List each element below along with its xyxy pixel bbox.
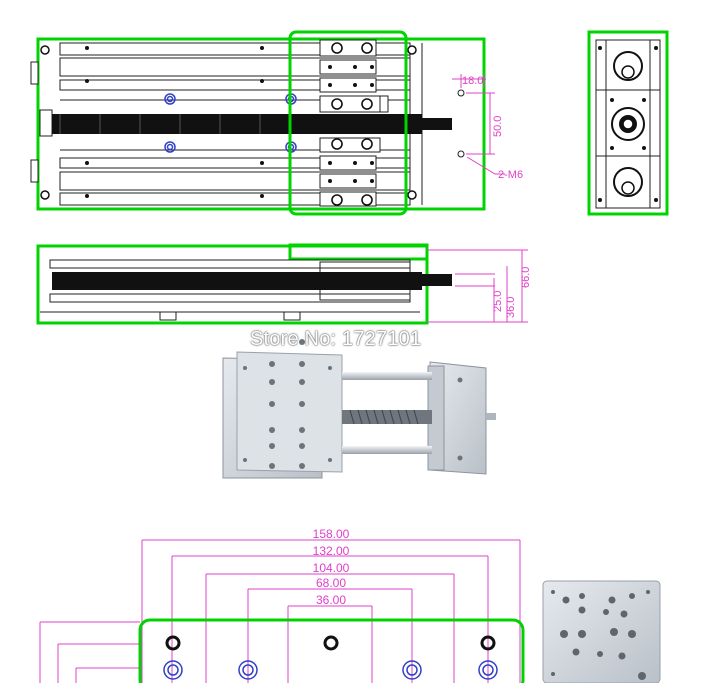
plate-dim-104: 104.00: [313, 561, 350, 575]
dim-25-label: 25.0: [492, 291, 504, 312]
carriage-plate-photo-icon: [542, 580, 661, 684]
store-watermark: Store No: 1727101: [250, 328, 422, 350]
end-view-drawing: [587, 30, 669, 216]
plate-dim-36: 36.00: [316, 593, 346, 607]
dim-50-label: 50.0: [492, 116, 504, 137]
top-view-drawing: 18.0 50.0 2-M6: [30, 30, 523, 216]
dim-18-label: 18.0: [462, 75, 483, 87]
carriage-plate-drawing: 158.00 132.00 104.00 68.00 36.00: [39, 527, 525, 688]
plate-dim-132: 132.00: [313, 544, 350, 558]
plate-dim-158: 158.00: [313, 527, 350, 541]
side-view-drawing: 25.0 36.0 66.0: [36, 243, 532, 325]
linear-slide-photo-icon: [222, 339, 496, 479]
dim-36-label: 36.0: [505, 297, 517, 318]
dim-66-label: 66.0: [520, 267, 532, 288]
plate-dim-68: 68.00: [316, 576, 346, 590]
hole-spec-label: 2-M6: [498, 169, 523, 181]
